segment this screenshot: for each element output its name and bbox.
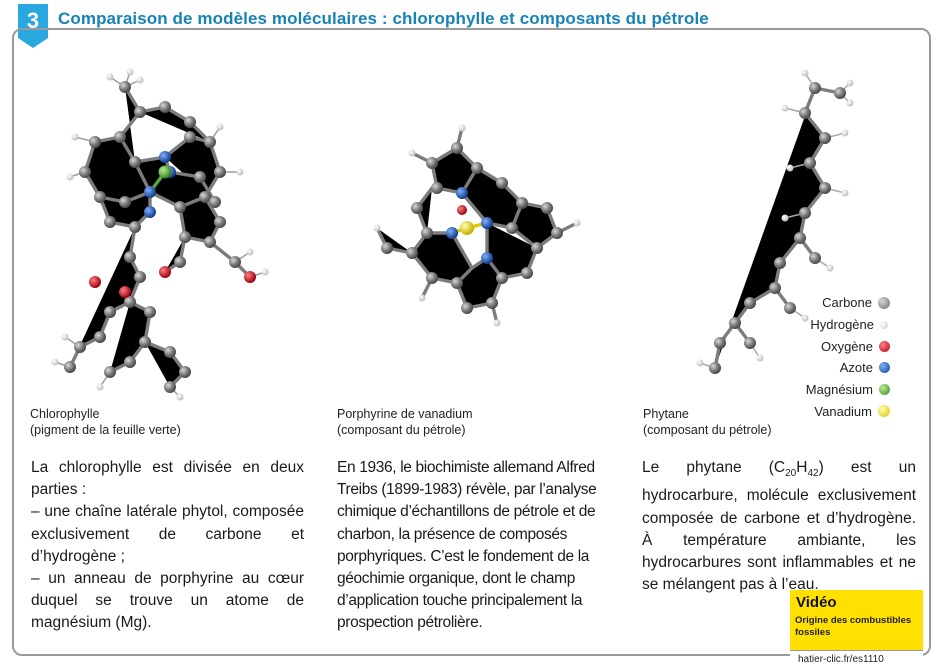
porphyrine-caption: Porphyrine de vanadium (composant du pét… (337, 407, 473, 437)
content-frame (12, 28, 931, 656)
chlorophylle-molecule-image (51, 68, 269, 401)
phytane-text: Le phytane (C20H42) est un hydrocarbure,… (642, 459, 916, 594)
magnesium-dot-icon (879, 384, 890, 396)
video-link[interactable]: hatier-clic.fr/es1110 (790, 652, 923, 668)
video-subtitle: Origine des combustibles fossiles (795, 615, 912, 638)
legend-item: Magnésium (806, 379, 890, 401)
legend-item: Oxygène (806, 335, 890, 357)
video-box[interactable]: Vidéo Origine des combustibles fossiles (790, 590, 923, 650)
legend-item: Vanadium (806, 400, 890, 422)
hydrogen-dot-icon (880, 320, 888, 329)
page-title: Comparaison de modèles moléculaires : ch… (58, 9, 709, 28)
video-label: Vidéo (796, 594, 837, 611)
chlorophylle-text: La chlorophylle est divisée en deux part… (31, 459, 304, 632)
legend-item: Hydrogène (806, 314, 890, 336)
phytane-molecule-image (696, 69, 854, 374)
chlorophylle-caption: Chlorophylle (pigment de la feuille vert… (30, 407, 181, 437)
porphyrine-text: En 1936, le biochimiste allemand Alfred … (337, 459, 597, 632)
section-number-badge: 3 (18, 4, 48, 48)
legend-item: Carbone (806, 292, 890, 314)
atom-legend: Carbone Hydrogène Oxygène Azote Magnésiu… (806, 292, 890, 422)
carbon-dot-icon (878, 296, 890, 309)
legend-item: Azote (806, 357, 890, 379)
phytane-caption: Phytane (composant du pétrole) (643, 407, 772, 437)
nitrogen-dot-icon (879, 362, 890, 374)
porphyrine-molecule-image (373, 124, 581, 327)
divider (790, 650, 923, 651)
vanadium-dot-icon (878, 405, 890, 418)
oxygen-dot-icon (879, 340, 890, 352)
